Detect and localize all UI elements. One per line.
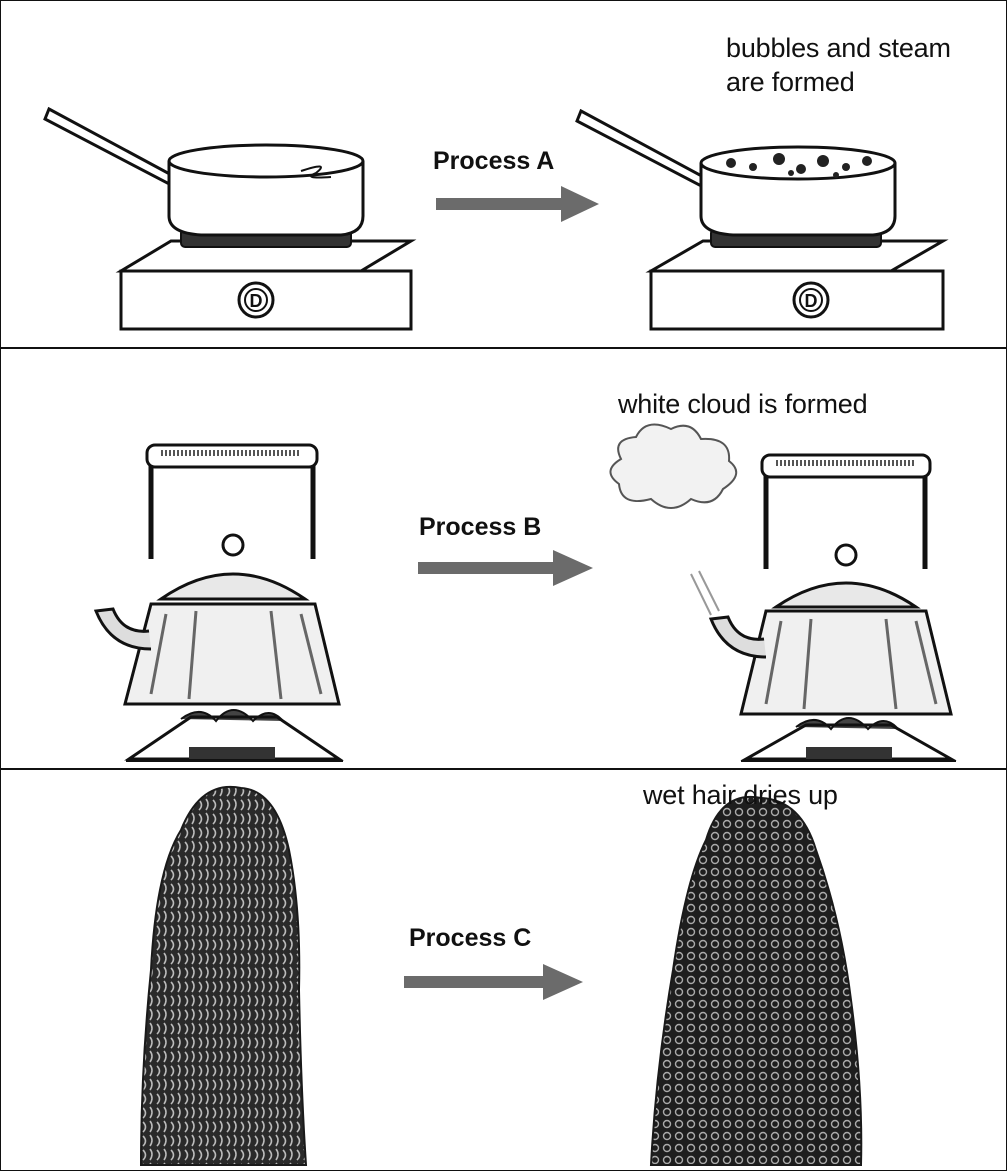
process-a-caption-line2: are formed xyxy=(726,65,855,99)
arrow-icon xyxy=(418,550,593,586)
process-a-caption-line1: bubbles and steam xyxy=(726,31,951,65)
process-c-caption: wet hair dries up xyxy=(643,778,838,812)
stove-dial-label: D xyxy=(805,291,818,311)
panel-process-a: D D xyxy=(1,1,1006,346)
process-b-label: Process B xyxy=(419,513,541,542)
panel-c-illustration xyxy=(1,770,1006,1172)
steam-cloud-icon xyxy=(610,425,736,616)
right-burner-icon xyxy=(741,718,956,761)
dry-hair-icon xyxy=(651,797,861,1165)
wet-hair-icon xyxy=(141,787,306,1165)
process-b-caption: white cloud is formed xyxy=(618,387,867,421)
left-pan-icon xyxy=(45,109,363,235)
left-hot-plate-icon: D xyxy=(121,229,411,329)
right-kettle-icon xyxy=(711,455,951,714)
stove-dial-label: D xyxy=(250,291,263,311)
process-c-label: Process C xyxy=(409,924,531,953)
process-a-label: Process A xyxy=(433,147,554,176)
left-kettle-icon xyxy=(96,445,339,704)
panel-process-c: Process C wet hair dries up xyxy=(1,768,1006,1172)
right-pan-icon xyxy=(577,111,895,235)
right-hot-plate-icon: D xyxy=(651,229,943,329)
left-burner-icon xyxy=(126,710,343,761)
arrow-icon xyxy=(436,186,599,222)
panel-process-b: Process B white cloud is formed xyxy=(1,347,1006,768)
arrow-icon xyxy=(404,964,583,1000)
